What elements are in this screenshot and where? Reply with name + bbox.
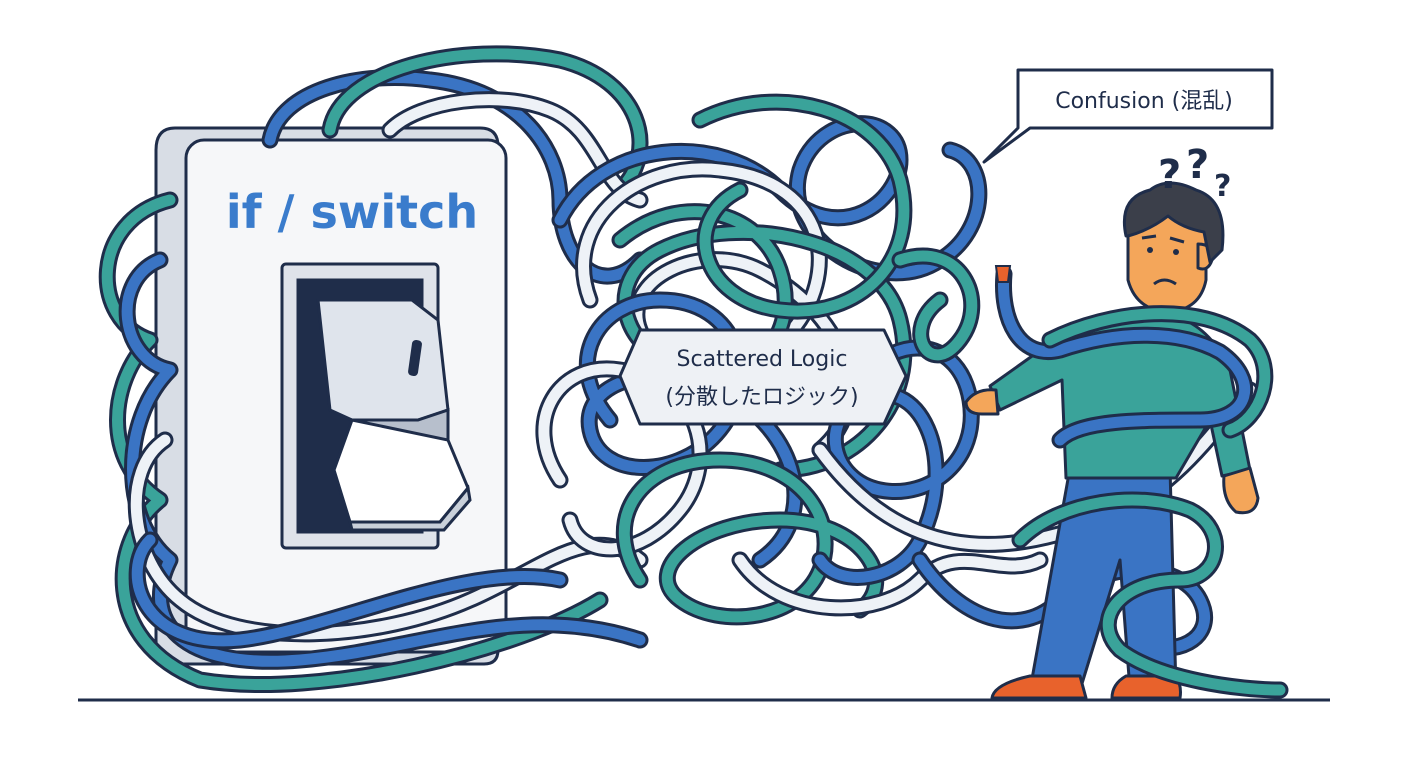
wire-end xyxy=(994,265,1012,283)
person-hand-left xyxy=(964,388,1000,416)
question-mark-2: ? xyxy=(1186,142,1209,188)
speech-bubble: Confusion (混乱) xyxy=(982,68,1274,164)
tangled-wires xyxy=(98,45,1259,693)
speech-bubble-text: Confusion (混乱) xyxy=(1055,89,1233,114)
rocker-switch xyxy=(316,298,450,422)
person-shoe-left xyxy=(990,674,1088,700)
person-hand-right xyxy=(1222,466,1260,515)
scattered-logic-line1: Scattered Logic xyxy=(677,347,848,372)
switch-label: if / switch xyxy=(226,185,478,239)
person-hair xyxy=(1122,181,1225,264)
front-wires xyxy=(995,265,1289,699)
scattered-logic-label: Scattered Logic (分散したロジック) xyxy=(618,328,908,426)
switch-panel: if / switch xyxy=(154,126,508,666)
scattered-logic-line2: (分散したロジック) xyxy=(665,385,858,410)
question-mark-3: ? xyxy=(1214,169,1231,204)
question-marks: ? ? ? xyxy=(1158,142,1231,204)
question-mark-1: ? xyxy=(1158,152,1181,198)
